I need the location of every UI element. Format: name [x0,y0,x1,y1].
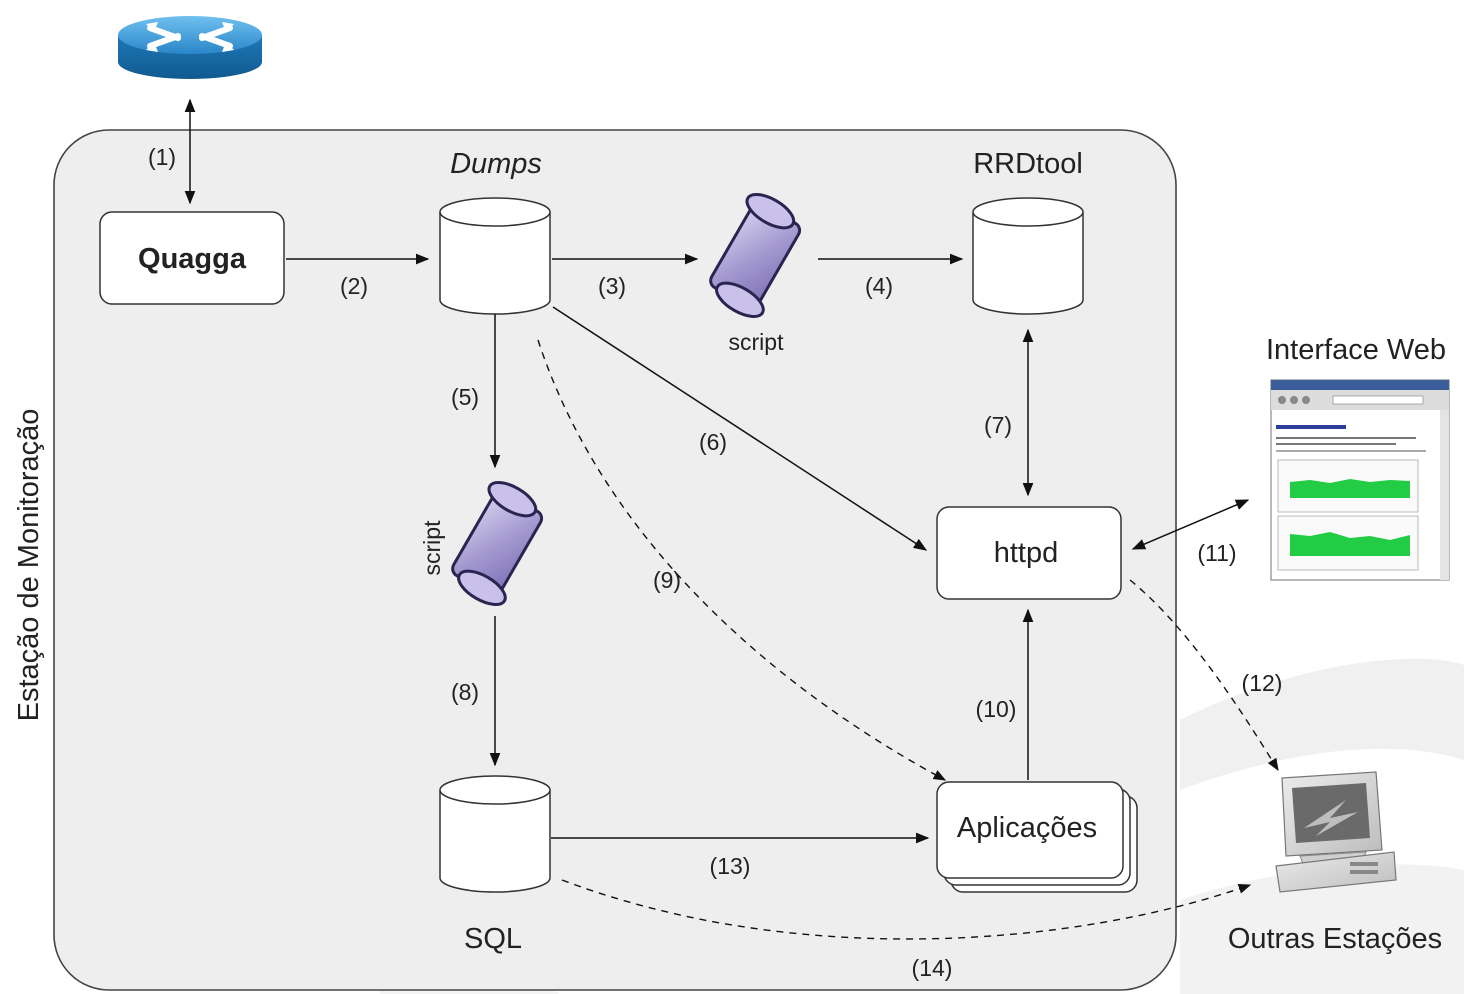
edge-6-arrow [552,306,928,551]
monitoring-station-container [53,129,1177,991]
web-browser-icon [1270,379,1450,581]
background-swoosh [1180,658,1464,790]
station-label: Estação de Monitoração [13,409,45,722]
edge-label: (13) [710,853,751,879]
edge-12-arrow [1129,579,1279,772]
aplicacoes-label: Aplicações [957,812,1097,844]
httpd-label: httpd [994,537,1059,569]
dumps-database [439,197,551,315]
router-icon [118,16,262,79]
edge-label: (10) [976,696,1017,722]
edge-9-arrow [537,339,947,781]
edge-label: (11) [1197,540,1236,566]
edge-label: (4) [865,273,893,299]
dumps-label: Dumps [450,148,542,180]
script-mid-label: script [419,520,445,576]
quagga-label: Quagga [138,243,247,275]
script-top-label: script [729,329,785,355]
edge-label: (14) [912,955,953,981]
edge-label: (12) [1242,670,1283,696]
background-swoosh [1180,864,1464,994]
edge-label: (9) [653,567,681,593]
edge-14-arrow [561,879,1252,940]
edge-label: (7) [984,412,1012,438]
rrdtool-database [972,197,1084,315]
desktop-computer-icon [1275,771,1397,893]
script-scroll-icon [709,193,802,318]
outras-estacoes-label: Outras Estações [1228,923,1442,955]
edge-label: (1) [148,144,176,170]
script-scroll-icon [451,481,544,606]
edge-11-arrow [1131,499,1250,550]
edge-label: (3) [598,273,626,299]
edge-label: (8) [451,679,479,705]
edge-label: (2) [340,273,368,299]
sql-database [439,775,551,893]
rrdtool-label: RRDtool [973,148,1083,180]
edge-label: (5) [451,384,479,410]
interface-web-label: Interface Web [1266,334,1446,366]
edge-label: (6) [699,429,727,455]
httpd-box [936,506,1122,600]
aplicacoes-box [936,781,1138,893]
quagga-box [99,211,285,305]
sql-label: SQL [464,923,522,955]
